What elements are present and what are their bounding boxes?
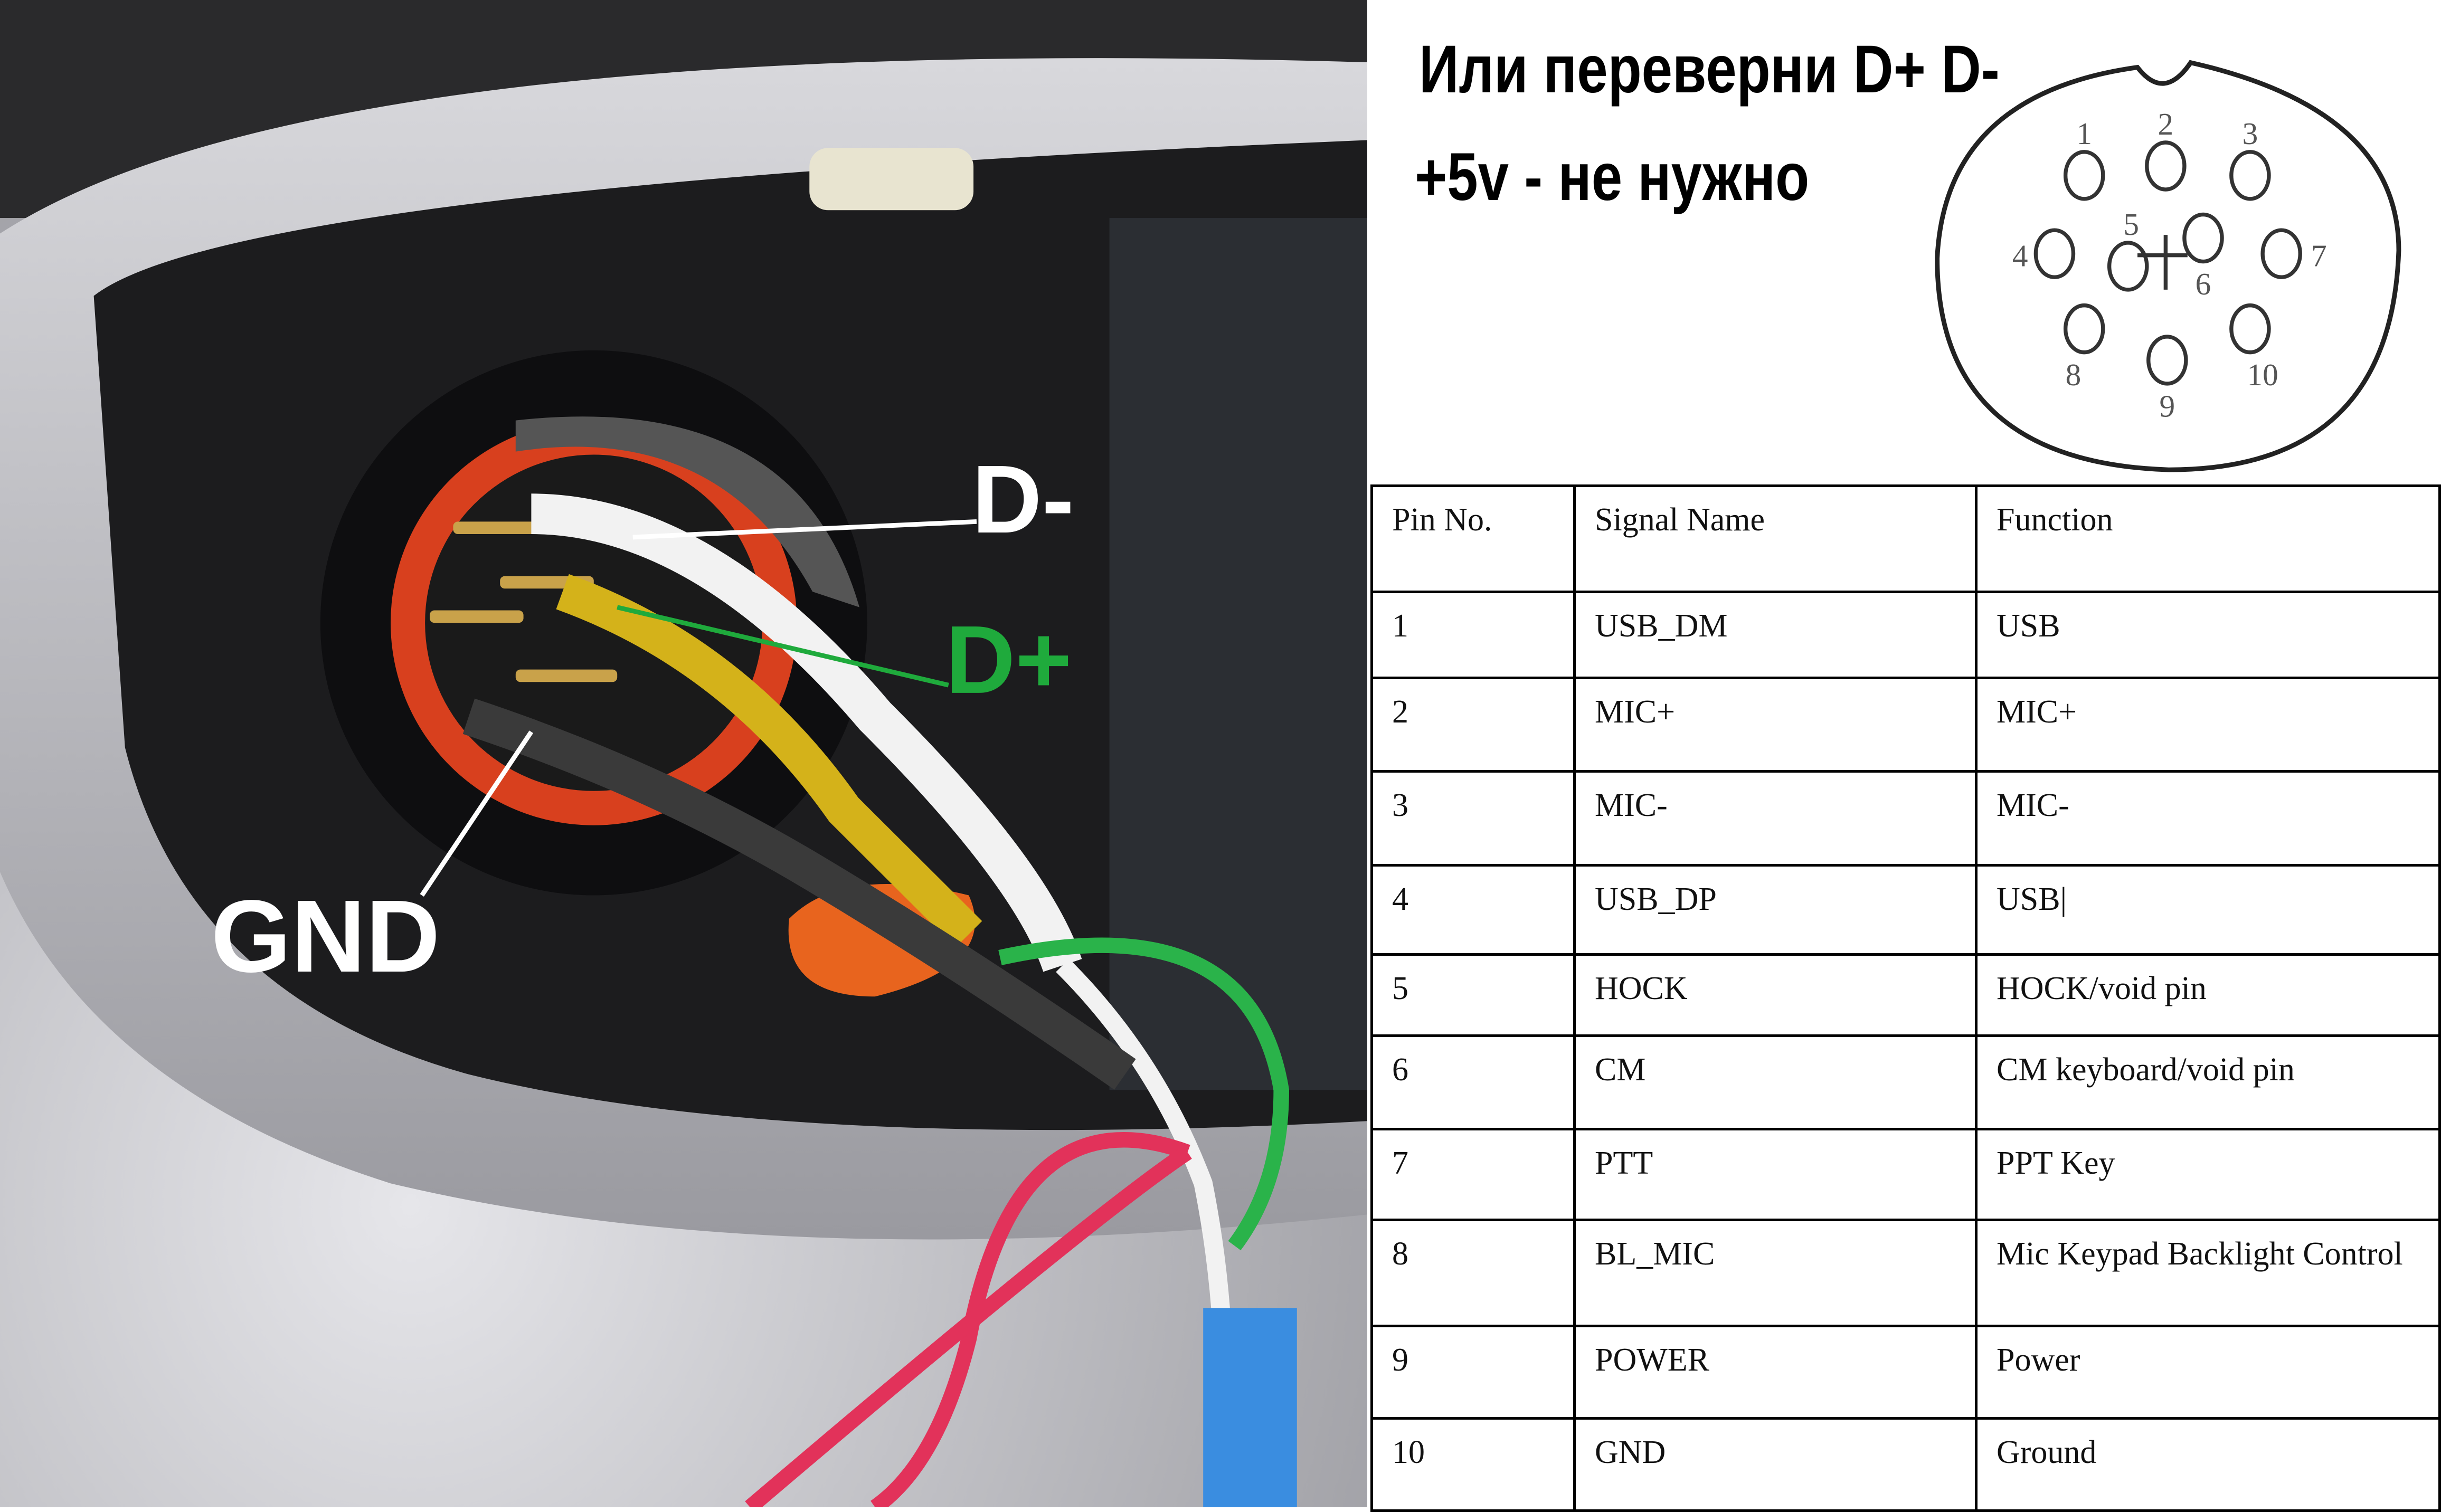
signal-name: USB_DM <box>1573 591 1978 679</box>
pin-number: 5 <box>1370 953 1576 1037</box>
pin-label-10: 10 <box>2247 357 2278 392</box>
function: MIC- <box>1975 770 2441 867</box>
pin-number: 4 <box>1370 864 1576 956</box>
pin-number: 7 <box>1370 1128 1576 1221</box>
table-header-row: Pin No. Signal Name Function <box>1370 484 2441 593</box>
gnd-pointer-line <box>420 730 534 897</box>
pin-number: 1 <box>1370 591 1576 679</box>
pin-label-8: 8 <box>2066 357 2082 392</box>
connector-outline <box>1935 60 2401 472</box>
note-5v-not-needed: +5v - не нужно <box>1415 139 1810 215</box>
signal-name: CM <box>1573 1034 1978 1130</box>
signal-name: BL_MIC <box>1573 1219 1978 1327</box>
connector-pinout-diagram: 1 2 3 4 5 6 7 8 9 10 <box>1935 60 2401 472</box>
pin-number: 10 <box>1370 1417 1576 1512</box>
microphone-connector-photo: D- D+ GND <box>0 0 1367 1507</box>
signal-name: USB_DP <box>1573 864 1978 956</box>
pin-label-4: 4 <box>2012 238 2028 273</box>
d-minus-pointer-line <box>632 519 977 540</box>
pin-number: 8 <box>1370 1219 1576 1327</box>
function: HOCK/void pin <box>1975 953 2441 1037</box>
gnd-label: GND <box>211 879 440 994</box>
header-signal-name: Signal Name <box>1573 484 1978 593</box>
pin-label-6: 6 <box>2196 267 2211 301</box>
function: Mic Keypad Backlight Control <box>1975 1219 2441 1327</box>
signal-name: MIC- <box>1573 770 1978 867</box>
d-plus-label: D+ <box>945 605 1072 714</box>
note-swap-d-lines: Или переверни D+ D- <box>1419 32 2000 107</box>
signal-name: POWER <box>1573 1325 1978 1420</box>
function: USB <box>1975 591 2441 679</box>
function: USB| <box>1975 864 2441 956</box>
header-function: Function <box>1975 484 2441 593</box>
signal-name: MIC+ <box>1573 677 1978 773</box>
pin-number: 9 <box>1370 1325 1576 1420</box>
signal-name: GND <box>1573 1417 1978 1512</box>
pin-label-7: 7 <box>2311 238 2327 273</box>
pin-label-5: 5 <box>2123 207 2139 242</box>
signal-name: HOCK <box>1573 953 1978 1037</box>
d-minus-label: D- <box>972 445 1074 553</box>
pin-number: 2 <box>1370 677 1576 773</box>
pin-number: 6 <box>1370 1034 1576 1130</box>
signal-name: PTT <box>1573 1128 1978 1221</box>
pin-label-9: 9 <box>2160 388 2175 423</box>
pin-label-3: 3 <box>2243 116 2258 151</box>
pin-label-2: 2 <box>2158 107 2174 141</box>
function: CM keyboard/void pin <box>1975 1034 2441 1130</box>
function: Power <box>1975 1325 2441 1420</box>
header-pin-no: Pin No. <box>1370 484 1576 593</box>
function: Ground <box>1975 1417 2441 1512</box>
function: MIC+ <box>1975 677 2441 773</box>
d-plus-pointer-line <box>617 605 949 688</box>
pin-label-1: 1 <box>2076 116 2092 151</box>
pin-number: 3 <box>1370 770 1576 867</box>
function: PPT Key <box>1975 1128 2441 1221</box>
